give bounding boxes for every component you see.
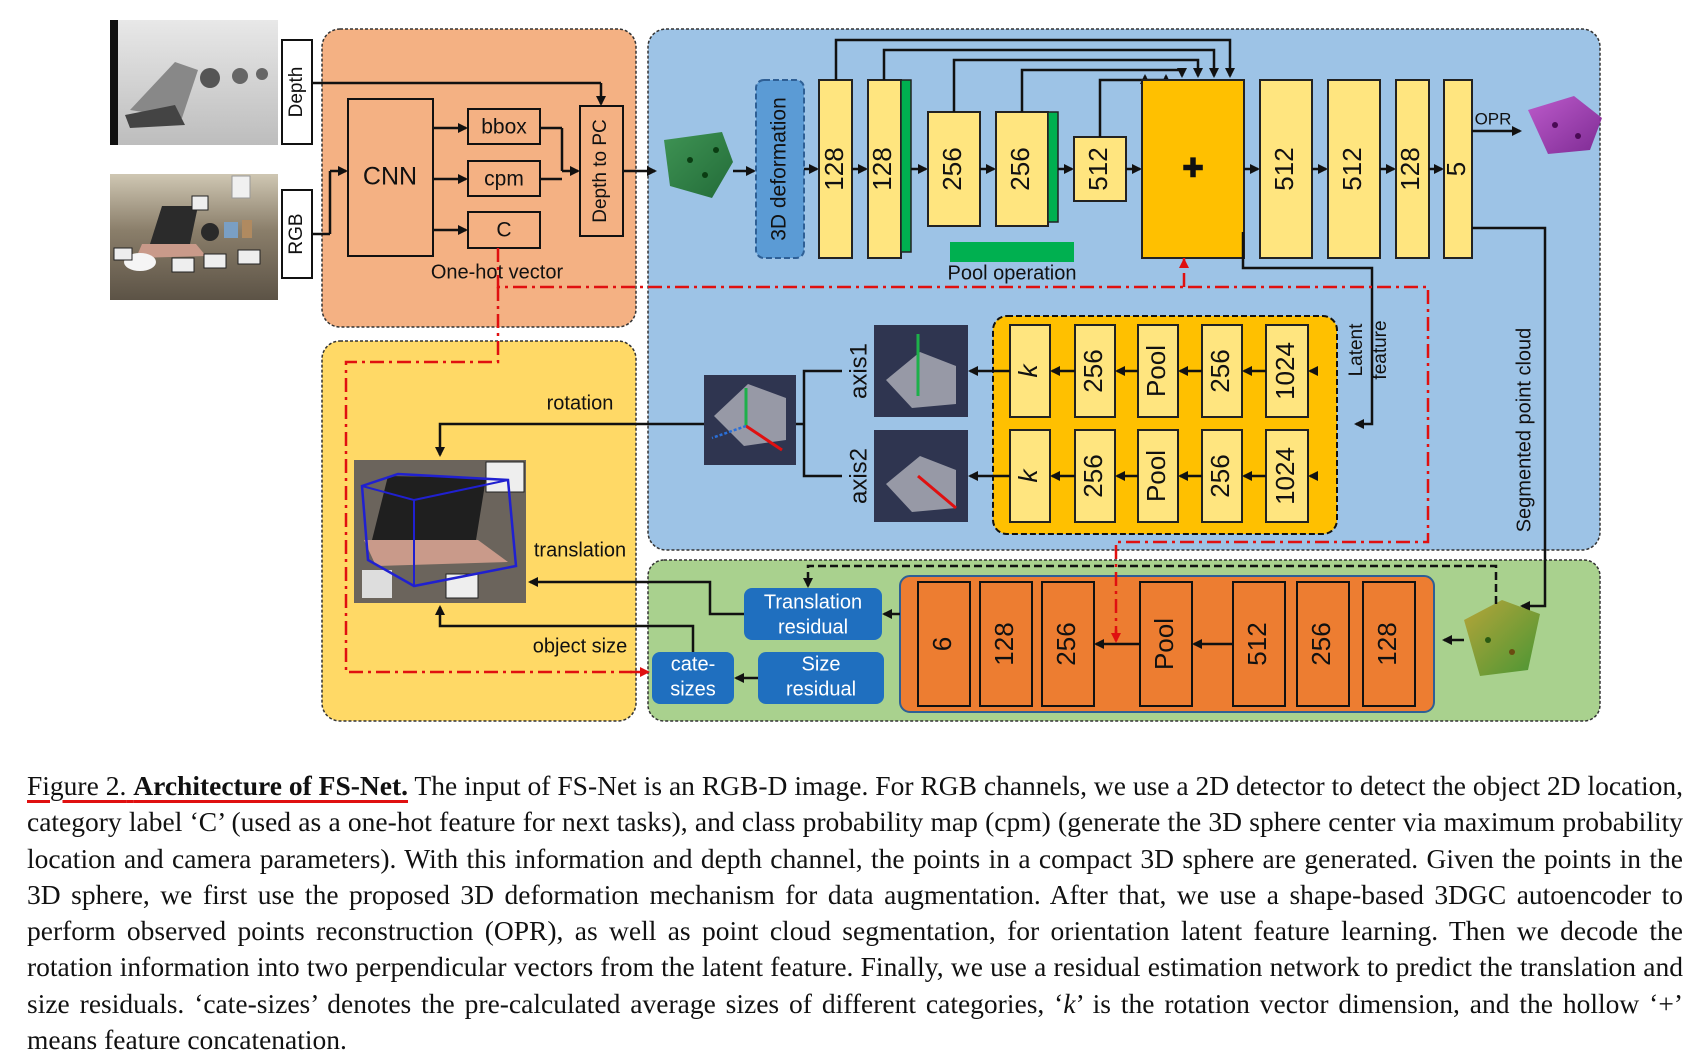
cnn-block: CNN <box>363 163 417 191</box>
concat-plus-block: + <box>1182 147 1203 188</box>
translation-label: translation <box>534 539 626 561</box>
rgb-label: RGB <box>286 213 307 254</box>
latent-label-2: feature <box>1370 320 1391 379</box>
translation-residual-line2: residual <box>778 616 848 638</box>
res-layer-6: 6 <box>927 637 957 651</box>
translation-residual-line1: Translation <box>764 591 862 613</box>
pool-operation-label: Pool operation <box>948 262 1077 284</box>
caption-body-2: ’ is the rotation vector dimension, and … <box>27 987 1683 1056</box>
cate-sizes-line2: sizes <box>670 678 716 700</box>
dec-layer-2: 512 <box>1337 147 1367 190</box>
caption-body-1: The input of FS-Net is an RGB-D image. F… <box>27 770 1683 1019</box>
rot2-256a: 256 <box>1078 454 1108 497</box>
enc-layer-5: 512 <box>1083 147 1113 190</box>
output-pose-image <box>354 460 526 603</box>
res-layer-128b: 128 <box>1372 622 1402 665</box>
segmented-point-cloud <box>1464 600 1540 676</box>
caption-prefix: Figure 2. <box>27 770 127 801</box>
enc-layer-3: 256 <box>937 147 967 190</box>
opr-point-cloud <box>1528 96 1602 154</box>
axis2-visualization <box>874 430 968 522</box>
res-layer-256a: 256 <box>1051 622 1081 665</box>
size-residual-line1: Size <box>802 653 841 675</box>
res-layer-256b: 256 <box>1306 622 1336 665</box>
architecture-diagram: Depth RGB CNN bbox cpm C Depth to PC One… <box>110 20 1602 722</box>
latent-label-1: Latent <box>1346 323 1367 377</box>
input-point-cloud <box>664 132 733 198</box>
depth-to-pc-block: Depth to PC <box>590 119 611 223</box>
caption-label: Figure 2. Architecture of FS-Net. <box>27 770 408 801</box>
enc-layer-2: 128 <box>867 147 897 190</box>
rot1-1024: 1024 <box>1270 342 1300 400</box>
caption-title: Architecture of FS-Net. <box>133 770 408 801</box>
caption-k: k <box>1063 987 1076 1019</box>
rot1-256b: 256 <box>1205 349 1235 392</box>
rot1-k: k <box>1013 363 1043 378</box>
depth-label: Depth <box>286 67 307 118</box>
dec-layer-4: 5 <box>1441 162 1471 176</box>
class-c-block: C <box>496 219 511 242</box>
deformation-block: 3D deformation <box>768 97 791 241</box>
dec-layer-3: 128 <box>1395 147 1425 190</box>
axis1-label: axis1 <box>845 343 872 399</box>
rot2-256b: 256 <box>1205 454 1235 497</box>
rot2-pool: Pool <box>1141 450 1171 502</box>
res-layer-128a: 128 <box>989 622 1019 665</box>
rotation-visualization <box>704 375 796 465</box>
enc-layer-1: 128 <box>819 147 849 190</box>
bbox-block: bbox <box>481 116 527 139</box>
rot2-k: k <box>1013 468 1043 483</box>
axis2-label: axis2 <box>845 448 872 504</box>
axis1-visualization <box>874 325 968 417</box>
res-layer-pool: Pool <box>1149 618 1179 670</box>
opr-label: OPR <box>1475 109 1512 128</box>
res-layer-512: 512 <box>1242 622 1272 665</box>
cate-sizes-line1: cate- <box>671 653 715 675</box>
size-residual-line2: residual <box>786 678 856 700</box>
cpm-block: cpm <box>484 168 524 191</box>
dec-layer-1: 512 <box>1269 147 1299 190</box>
rot2-1024: 1024 <box>1270 447 1300 505</box>
depth-image <box>110 20 278 145</box>
rgb-image <box>110 174 278 300</box>
rot1-256a: 256 <box>1078 349 1108 392</box>
one-hot-label: One-hot vector <box>431 261 564 283</box>
rot1-pool: Pool <box>1141 345 1171 397</box>
enc-layer-4: 256 <box>1005 147 1035 190</box>
figure-caption: Figure 2. Architecture of FS-Net. The in… <box>27 768 1683 1058</box>
rotation-label: rotation <box>547 392 614 414</box>
object-size-label: object size <box>533 635 628 657</box>
segmented-label: Segmented point cloud <box>1513 328 1535 533</box>
